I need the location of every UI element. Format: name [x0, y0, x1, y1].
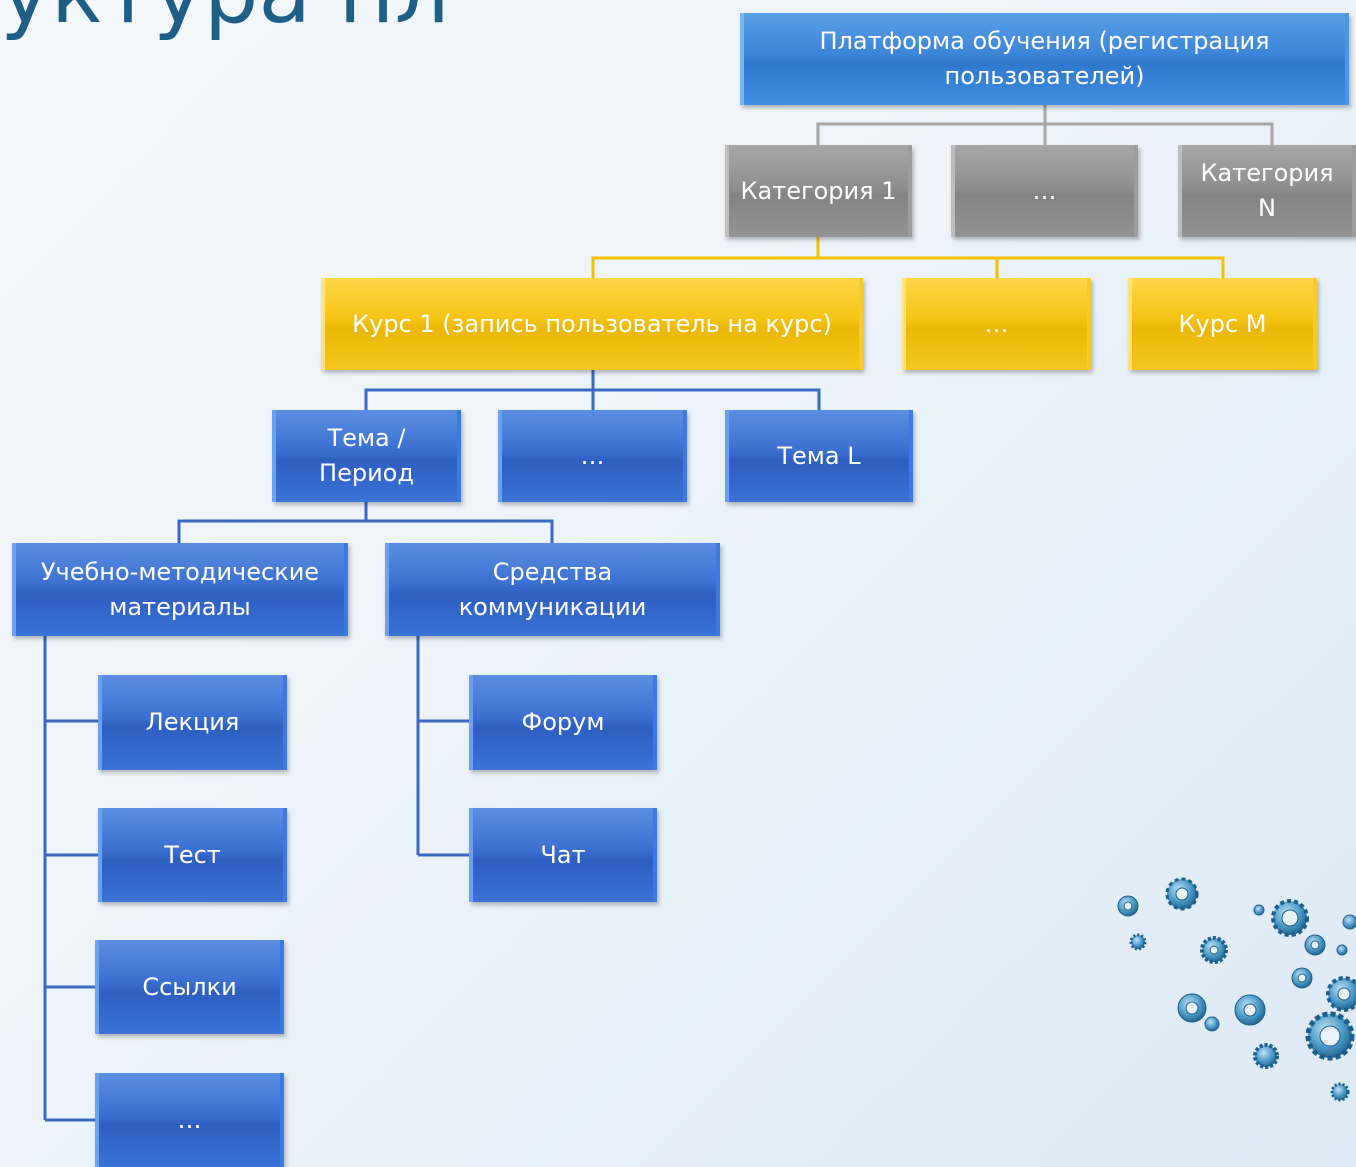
category-course-connectors: [591, 237, 1225, 278]
materials-item-lecture: Лекция: [98, 675, 287, 770]
materials-item-test: Тест: [98, 808, 287, 902]
course-node-ellipsis-label: …: [984, 309, 1009, 338]
platform-node-label: Платформа обучения (регистрация пользова…: [819, 27, 1270, 90]
category-node-1-label: Категория 1: [740, 176, 897, 205]
topic-node-ellipsis-label: …: [580, 441, 605, 470]
communication-item-forum-label: Форум: [521, 708, 605, 737]
course-node-1: Курс 1 (запись пользователь на курс): [321, 278, 863, 370]
course-node-m: Курс M: [1128, 278, 1317, 370]
materials-item-connectors: [43, 636, 98, 1122]
communication-item-connectors: [416, 636, 470, 857]
communication-group-node: Средства коммуникации: [385, 543, 720, 636]
materials-item-links-label: Ссылки: [142, 972, 237, 1001]
course-node-m-label: Курс M: [1178, 309, 1267, 338]
topic-node-ellipsis: …: [498, 410, 687, 502]
category-node-n: Категория N: [1178, 145, 1356, 237]
course-topic-connectors: [364, 370, 821, 410]
materials-item-links: Ссылки: [95, 940, 284, 1034]
root-category-connectors: [816, 105, 1274, 145]
topic-node-period: Тема / Период: [272, 410, 461, 502]
topic-node-period-label: Тема / Период: [319, 424, 414, 487]
topic-group-connectors: [177, 502, 554, 543]
course-node-ellipsis: …: [902, 278, 1091, 370]
slide-title: уктура пл: [0, 0, 700, 48]
communication-item-chat: Чат: [469, 808, 657, 902]
topic-node-l-label: Тема L: [777, 441, 861, 470]
materials-group-node: Учебно-методические материалы: [12, 543, 348, 636]
materials-item-ellipsis-label: …: [177, 1105, 202, 1134]
category-node-ellipsis-label: …: [1032, 176, 1057, 205]
materials-group-label: Учебно-методические материалы: [40, 557, 320, 621]
communication-group-label: Средства коммуникации: [458, 557, 647, 621]
materials-item-ellipsis: …: [95, 1073, 284, 1167]
materials-item-lecture-label: Лекция: [145, 708, 240, 737]
materials-item-test-label: Тест: [164, 840, 221, 869]
category-node-ellipsis: …: [951, 145, 1138, 237]
topic-node-l: Тема L: [725, 410, 913, 502]
platform-node: Платформа обучения (регистрация пользова…: [740, 13, 1349, 105]
category-node-n-label: Категория N: [1200, 159, 1334, 222]
communication-item-forum: Форум: [469, 675, 657, 770]
course-node-1-label: Курс 1 (запись пользователь на курс): [352, 309, 832, 338]
category-node-1: Категория 1: [725, 145, 912, 237]
communication-item-chat-label: Чат: [540, 840, 586, 869]
gears-decoration-icon: [1117, 877, 1356, 1102]
